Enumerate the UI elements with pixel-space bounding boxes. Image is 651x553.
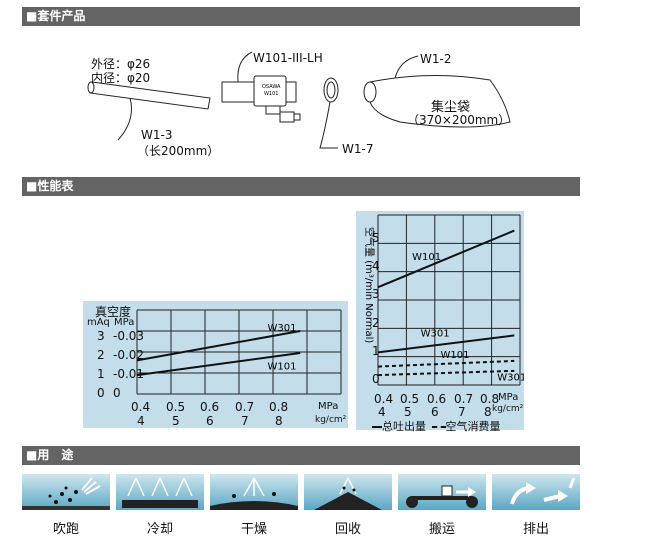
vacuum-x-unit-mpa: MPa [318, 401, 339, 412]
vacuum-series-label: W301 [268, 323, 297, 334]
airflow-x-tick-mpa: 0.6 [427, 392, 447, 406]
airflow-legend: 总吐出量 空气消费量 [372, 418, 501, 434]
airflow-series-label: W101 [440, 350, 469, 361]
airflow-x-tick-kg: 4 [378, 405, 386, 419]
dust-bag-w1-2-drawing [363, 55, 511, 128]
airflow-y-tick: 0 [372, 372, 380, 387]
airflow-series-line [377, 369, 515, 377]
airflow-series-line [377, 359, 515, 368]
tube-w1-3-drawing [87, 81, 211, 141]
clamp-w1-7-drawing [319, 77, 339, 149]
vacuum-x-tick-kg: 8 [275, 414, 283, 428]
airflow-series-label: W301 [421, 329, 450, 340]
vacuum-chart-title: 真空度 [95, 305, 132, 319]
discharge-icon [492, 474, 580, 510]
vacuum-x-tick-mpa: 0.5 [166, 400, 186, 414]
vacuum-y-tick-maq: 3 [97, 329, 105, 343]
vacuum-series-label: W101 [268, 361, 297, 372]
airflow-y-tick: 2 [372, 315, 380, 330]
legend-solid-label: 总吐出量 [382, 420, 426, 433]
airflow-series-line [377, 334, 515, 354]
dust-bag-label: 集尘袋 [431, 100, 471, 115]
vacuum-x-tick-mpa: 0.8 [269, 400, 289, 414]
usage-label-blow: 吹跑 [52, 522, 79, 537]
vacuum-series-line [136, 330, 301, 362]
convey-icon [398, 474, 486, 510]
dry-icon [210, 474, 298, 510]
vacuum-unit-mpa: MPa [114, 317, 135, 328]
vacuum-x-tick-mpa: 0.7 [235, 400, 255, 414]
w1-2-label: W1-2 [420, 52, 452, 66]
cool-icon [116, 474, 204, 510]
vacuum-y-tick-mpa: -0.03 [113, 329, 145, 343]
section-kit-header: ■套件产品 [22, 7, 580, 26]
vacuum-y-tick-mpa: -0.02 [113, 348, 145, 362]
vacuum-x-tick-kg: 4 [137, 414, 145, 428]
blow-icon [22, 474, 110, 510]
vacuum-x-tick-kg: 7 [241, 414, 249, 428]
usage-label-convey: 搬运 [428, 522, 455, 537]
vacuum-y-tick-maq: 2 [97, 348, 105, 362]
airflow-chart-grid [377, 214, 521, 386]
vacuum-y-tick-mpa: -0.01 [113, 367, 145, 381]
section-performance-header: ■性能表 [22, 177, 580, 196]
usage-label-discharge: 排出 [522, 522, 549, 537]
airflow-y-tick: 5 [372, 230, 380, 245]
airflow-y-tick: 1 [372, 344, 380, 358]
airflow-series-label: W101 [412, 252, 441, 263]
legend-solid-swatch [372, 426, 382, 428]
device-brand-text: OSAWA [262, 84, 281, 90]
section-usage-header: ■用 途 [22, 446, 580, 465]
airflow-x-tick-kg: 5 [404, 405, 412, 419]
vacuum-chart-grid [136, 309, 342, 395]
vacuum-x-tick-kg: 6 [206, 414, 214, 428]
usage-icons [22, 474, 580, 510]
w101-lh-label: W101-III-LH [253, 51, 323, 65]
airflow-chart-panel [356, 211, 524, 430]
airflow-y-axis-label: 空气量 (m³/min Normal) [363, 227, 376, 343]
vacuum-y-tick-maq: 1 [97, 367, 105, 381]
airflow-series-line [377, 229, 515, 289]
airflow-x-tick-mpa: 0.5 [400, 392, 420, 406]
vacuum-y-tick-maq: 0 [97, 386, 105, 400]
usage-label-recover: 回收 [334, 522, 361, 537]
recover-icon [304, 474, 392, 510]
airflow-x-tick-mpa: 0.4 [374, 392, 394, 406]
vacuum-x-unit-kg: kg/cm² [315, 415, 347, 425]
airflow-x-unit-kg: kg/cm² [492, 404, 524, 414]
ejector-w101-drawing: OSAWA W101 [221, 51, 301, 123]
dust-bag-size-label: （370×200mm） [407, 113, 511, 127]
vacuum-x-tick-kg: 5 [172, 414, 180, 428]
outer-diameter-label: 外径：φ26 [91, 57, 151, 71]
airflow-x-unit-mpa: MPa [498, 392, 519, 403]
airflow-x-tick-mpa: 0.7 [454, 392, 474, 406]
airflow-y-tick: 3 [372, 287, 380, 302]
w1-7-label: W1-7 [342, 142, 374, 156]
airflow-series-label: W301 [497, 372, 524, 383]
vacuum-unit-maq: mAq [87, 317, 110, 328]
vacuum-x-tick-mpa: 0.4 [131, 400, 151, 414]
airflow-x-tick-mpa: 0.8 [480, 392, 500, 406]
inner-diameter-label: 内径：φ20 [91, 71, 151, 85]
airflow-x-tick-kg: 8 [484, 405, 492, 419]
vacuum-y-tick-mpa: 0 [113, 386, 121, 400]
usage-label-cool: 冷却 [146, 522, 173, 537]
airflow-x-tick-kg: 7 [458, 405, 466, 419]
w1-3-length-label: （长200mm） [137, 144, 220, 158]
w1-3-label: W1-3 [141, 128, 173, 142]
kit-diagram: OSAWA W101 [87, 51, 511, 149]
airflow-x-tick-kg: 6 [431, 405, 439, 419]
airflow-y-tick: 4 [372, 259, 380, 273]
vacuum-series-line [136, 352, 301, 377]
device-model-text: W101 [264, 91, 279, 97]
vacuum-x-tick-mpa: 0.6 [200, 400, 220, 414]
legend-dashed-swatch [431, 426, 446, 428]
legend-dashed-label: 空气消费量 [445, 420, 501, 433]
usage-label-dry: 干燥 [240, 522, 267, 537]
